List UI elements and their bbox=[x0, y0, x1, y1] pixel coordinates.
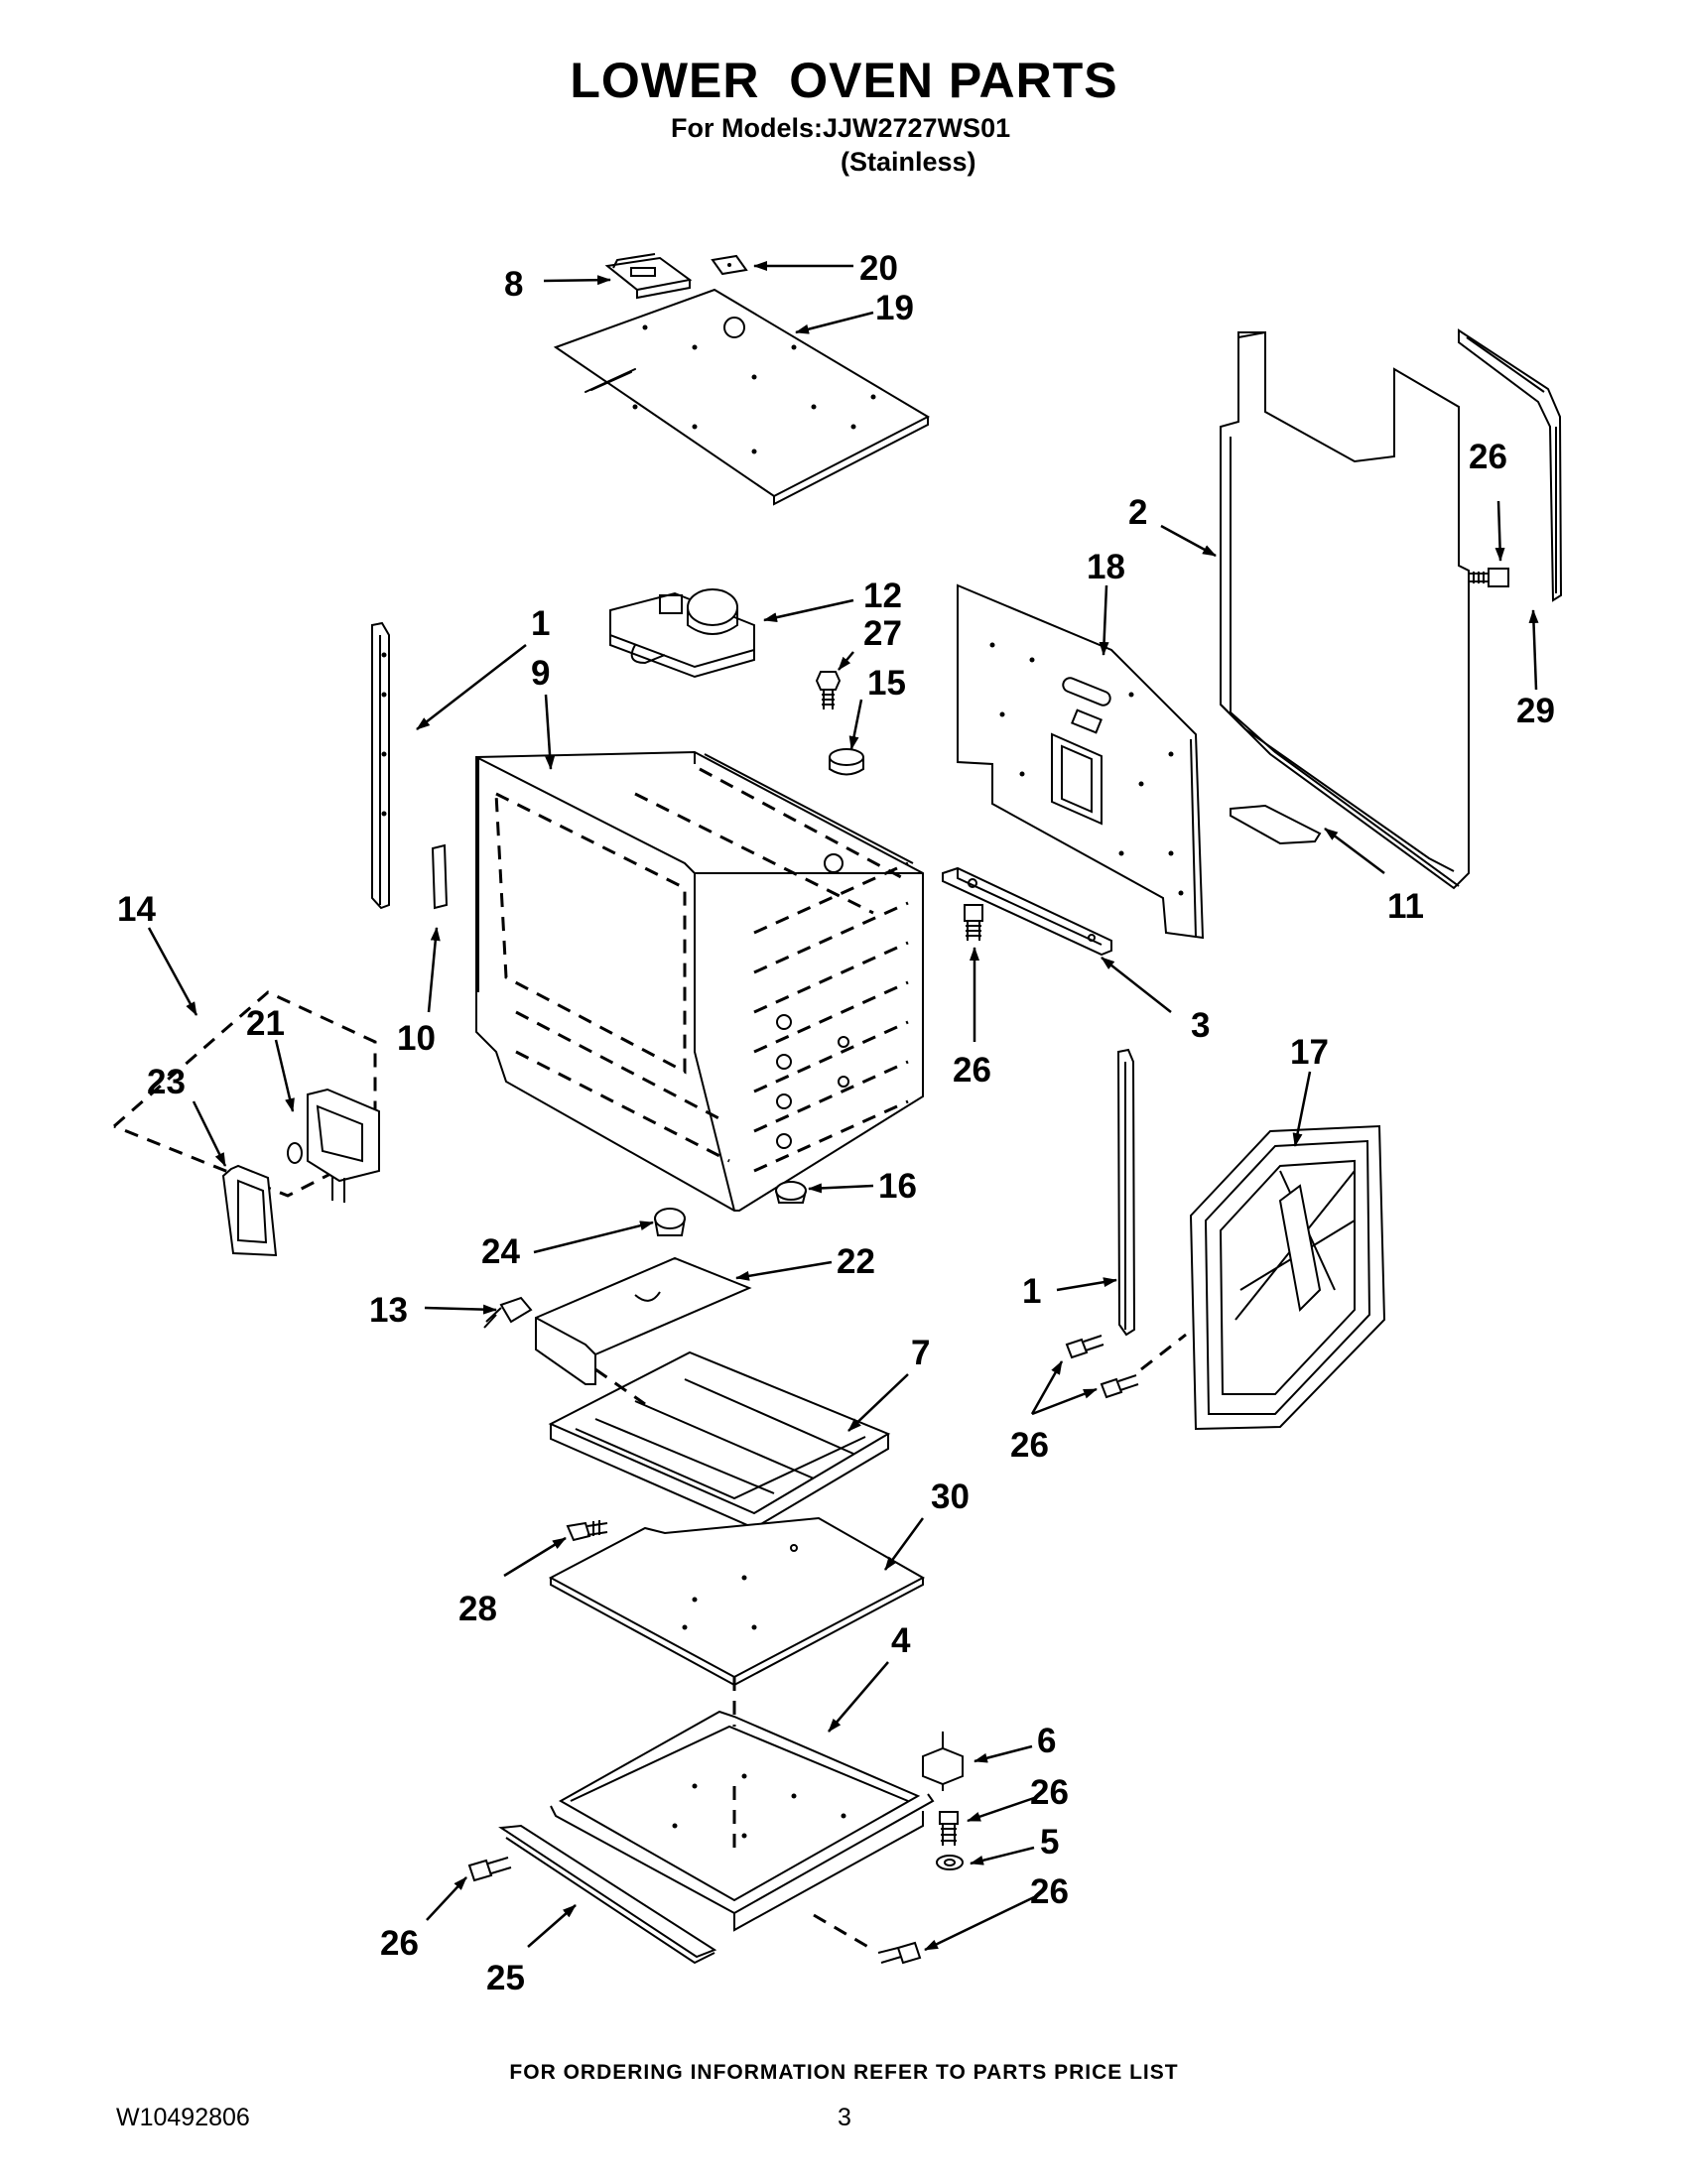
callout-19: 19 bbox=[875, 289, 914, 327]
callout-25: 25 bbox=[486, 1959, 525, 1997]
part-17-door-inner bbox=[1189, 1124, 1386, 1431]
part-14-light-assembly bbox=[113, 990, 380, 1257]
callout-arrows bbox=[147, 261, 1539, 1952]
callout-20: 20 bbox=[859, 249, 898, 288]
part-13-switch bbox=[483, 1296, 533, 1329]
callout-8: 8 bbox=[504, 265, 523, 304]
callout-2: 2 bbox=[1128, 493, 1147, 532]
part-8-bracket bbox=[604, 253, 693, 300]
part-26-screw-f bbox=[467, 1857, 512, 1882]
part-5-nut bbox=[936, 1855, 964, 1870]
callout-26-a: 26 bbox=[1469, 438, 1507, 476]
part-2-back-cover bbox=[1220, 331, 1470, 890]
page-title: LOWER OVEN PARTS bbox=[570, 53, 1118, 108]
callout-27: 27 bbox=[863, 614, 902, 653]
callout-28: 28 bbox=[458, 1590, 497, 1628]
callout-26-e: 26 bbox=[1030, 1872, 1069, 1911]
part-28-screw bbox=[566, 1520, 608, 1542]
callout-1-b: 1 bbox=[1022, 1272, 1041, 1311]
part-16-knob bbox=[775, 1181, 807, 1204]
callout-26-c: 26 bbox=[1010, 1426, 1049, 1465]
callout-14: 14 bbox=[117, 890, 156, 929]
callout-24: 24 bbox=[481, 1232, 520, 1271]
callout-29: 29 bbox=[1516, 692, 1555, 730]
callout-13: 13 bbox=[369, 1291, 408, 1330]
part-11-strip bbox=[1230, 804, 1322, 845]
ordering-note: FOR ORDERING INFORMATION REFER TO PARTS … bbox=[509, 2061, 1179, 2084]
part-26-screw-e bbox=[1100, 1374, 1139, 1399]
part-12-motor bbox=[609, 588, 755, 679]
part-18-side-panel bbox=[957, 583, 1205, 940]
callout-15: 15 bbox=[867, 664, 906, 703]
part-24-knob bbox=[654, 1208, 686, 1236]
callout-26-d: 26 bbox=[1030, 1773, 1069, 1812]
callout-10: 10 bbox=[397, 1019, 436, 1058]
callout-18: 18 bbox=[1087, 548, 1125, 586]
callout-26-f: 26 bbox=[380, 1924, 419, 1963]
finish-line: (Stainless) bbox=[841, 147, 976, 177]
callout-labels: 8 20 19 26 2 18 12 27 15 1 9 29 11 14 21… bbox=[117, 249, 1555, 1997]
models-line: For Models:JJW2727WS01 bbox=[671, 113, 1011, 143]
callout-1-a: 1 bbox=[531, 604, 550, 643]
callout-11: 11 bbox=[1387, 887, 1424, 926]
part-15-grommet bbox=[829, 748, 864, 776]
callout-21: 21 bbox=[246, 1004, 285, 1043]
callout-9: 9 bbox=[531, 654, 550, 693]
part-1-channel-right bbox=[1116, 1048, 1136, 1337]
callout-17: 17 bbox=[1290, 1033, 1329, 1072]
callout-4: 4 bbox=[891, 1621, 911, 1660]
document-number: W10492806 bbox=[116, 2104, 250, 2131]
part-26-screw-g bbox=[877, 1941, 922, 1965]
part-6-bracket bbox=[922, 1732, 964, 1791]
part-29-strip bbox=[1458, 328, 1563, 602]
part-27-screw bbox=[815, 671, 842, 709]
part-4-base bbox=[550, 1710, 935, 1932]
part-19-top-panel bbox=[553, 288, 931, 506]
part-26-screw-c bbox=[939, 1811, 959, 1846]
part-10-bracket bbox=[431, 843, 449, 910]
callout-6: 6 bbox=[1037, 1722, 1056, 1760]
part-26-screw-d bbox=[1065, 1335, 1104, 1359]
part-26-screw-b bbox=[964, 904, 983, 941]
part-1-channel-left bbox=[371, 621, 390, 910]
callout-7: 7 bbox=[911, 1334, 930, 1372]
callout-5: 5 bbox=[1040, 1823, 1059, 1862]
part-9-oven-cavity bbox=[475, 750, 924, 1212]
part-3-rail bbox=[942, 866, 1112, 957]
page-number: 3 bbox=[838, 2104, 851, 2131]
callout-30: 30 bbox=[931, 1477, 970, 1516]
part-25-rail bbox=[498, 1824, 717, 1965]
callout-23: 23 bbox=[147, 1063, 186, 1101]
part-30-bottom-panel bbox=[548, 1516, 926, 1687]
callout-22: 22 bbox=[837, 1242, 875, 1281]
callout-16: 16 bbox=[878, 1167, 917, 1206]
callout-3: 3 bbox=[1191, 1006, 1210, 1045]
part-20-label bbox=[711, 254, 748, 276]
callout-12: 12 bbox=[863, 577, 902, 615]
part-7-pan bbox=[548, 1350, 891, 1530]
part-26-screw-a bbox=[1469, 568, 1509, 587]
callout-26-b: 26 bbox=[953, 1051, 991, 1090]
